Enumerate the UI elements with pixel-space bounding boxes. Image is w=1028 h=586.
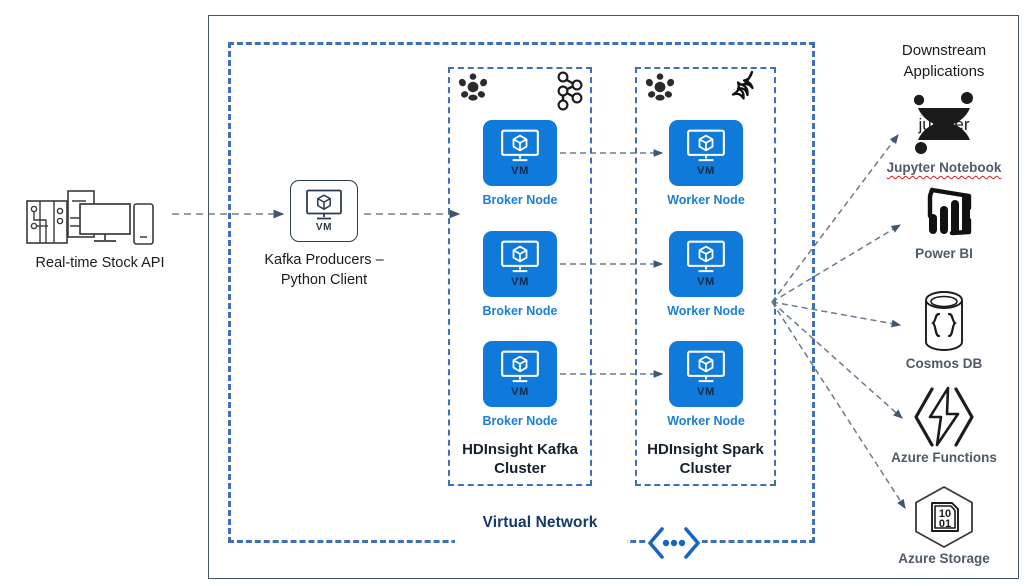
downstream-label-azure-functions: Azure Functions bbox=[891, 450, 997, 465]
downstream-label-jupyter: Jupyter Notebook bbox=[886, 160, 1002, 175]
source-label: Real-time Stock API bbox=[35, 255, 165, 271]
hdinsight-spark-cluster-box bbox=[635, 67, 776, 486]
vm-monitor-icon bbox=[501, 240, 539, 273]
downstream-item-azure-functions[interactable]: Azure Functions bbox=[866, 386, 1022, 465]
kafka-producer-label: Kafka Producers – Python Client bbox=[244, 250, 404, 290]
svg-text:10: 10 bbox=[939, 508, 951, 520]
broker-node-label-2: Broker Node bbox=[482, 304, 558, 318]
worker-node-tile-3[interactable]: VM bbox=[669, 341, 743, 407]
vm-monitor-icon bbox=[687, 350, 725, 383]
jupyter-logo-wrap: jupyter bbox=[866, 88, 1022, 158]
worker-node-tile-1[interactable]: VM bbox=[669, 120, 743, 186]
downstream-label-power-bi: Power BI bbox=[915, 246, 973, 261]
downstream-title-line1: Downstream bbox=[901, 42, 987, 59]
downstream-item-azure-storage[interactable]: 10 01 Azure Storage bbox=[866, 485, 1022, 566]
downstream-item-power-bi[interactable]: Power BI bbox=[866, 186, 1022, 261]
downstream-label-cosmos-db: Cosmos DB bbox=[905, 356, 983, 371]
kafka-logo-icon bbox=[557, 71, 583, 111]
devices-icon bbox=[26, 190, 154, 245]
kafka-producer-label-line1: Kafka Producers – bbox=[264, 252, 384, 268]
spark-cluster-title: HDInsight Spark Cluster bbox=[635, 440, 776, 478]
vm-tile-text: VM bbox=[511, 165, 529, 177]
architecture-outer-boundary bbox=[208, 15, 1019, 579]
broker-node-label-3: Broker Node bbox=[482, 414, 558, 428]
azure-functions-logo-wrap bbox=[866, 386, 1022, 448]
worker-node-label-2: Worker Node bbox=[667, 304, 745, 318]
vm-monitor-icon bbox=[687, 240, 725, 273]
vm-tile-text: VM bbox=[697, 165, 715, 177]
downstream-applications-title: Downstream Applications bbox=[866, 40, 1022, 82]
worker-node-label-1: Worker Node bbox=[667, 193, 745, 207]
vm-monitor-icon bbox=[501, 350, 539, 383]
downstream-item-cosmos-db[interactable]: Cosmos DB bbox=[866, 288, 1022, 371]
broker-node-tile-1[interactable]: VM bbox=[483, 120, 557, 186]
power-bi-logo-wrap bbox=[866, 186, 1022, 244]
downstream-title-line2: Applications bbox=[903, 63, 985, 80]
vm-monitor-icon bbox=[306, 189, 342, 220]
cosmos-db-logo-wrap bbox=[866, 288, 1022, 354]
kafka-producer-vm-tile[interactable]: VM bbox=[290, 180, 358, 242]
azure-functions-icon bbox=[914, 386, 974, 447]
broker-node-label-1: Broker Node bbox=[482, 193, 558, 207]
downstream-item-jupyter[interactable]: jupyter Jupyter Notebook bbox=[866, 88, 1022, 175]
virtual-network-label: Virtual Network bbox=[482, 514, 598, 531]
kafka-cluster-title-line1: HDInsight Kafka bbox=[462, 441, 578, 458]
broker-node-tile-3[interactable]: VM bbox=[483, 341, 557, 407]
svg-text:01: 01 bbox=[939, 518, 951, 530]
spark-cluster-title-line1: HDInsight Spark bbox=[647, 441, 764, 458]
svg-text:jupyter: jupyter bbox=[917, 115, 969, 134]
vm-tile-text: VM bbox=[697, 386, 715, 398]
downstream-label-azure-storage: Azure Storage bbox=[898, 551, 990, 566]
vm-tile-text: VM bbox=[511, 276, 529, 288]
kafka-producer-label-line2: Python Client bbox=[280, 272, 368, 288]
kafka-cluster-title-line2: Cluster bbox=[494, 460, 546, 477]
spark-cluster-title-line2: Cluster bbox=[679, 460, 732, 477]
hdinsight-cluster-icon bbox=[458, 73, 488, 101]
vm-tile-text: VM bbox=[697, 276, 715, 288]
broker-node-tile-2[interactable]: VM bbox=[483, 231, 557, 297]
azure-storage-logo-wrap: 10 01 bbox=[866, 485, 1022, 549]
vm-tile-text: VM bbox=[511, 386, 529, 398]
virtual-network-icon bbox=[648, 527, 700, 559]
jupyter-logo-icon: jupyter bbox=[913, 92, 973, 154]
hdinsight-kafka-cluster-box bbox=[448, 67, 592, 486]
vm-monitor-icon bbox=[687, 129, 725, 162]
azure-storage-icon: 10 01 bbox=[915, 486, 973, 548]
vm-tile-text: VM bbox=[315, 222, 333, 233]
worker-node-tile-2[interactable]: VM bbox=[669, 231, 743, 297]
kafka-cluster-title: HDInsight Kafka Cluster bbox=[448, 440, 592, 478]
hdinsight-cluster-icon bbox=[645, 73, 675, 101]
power-bi-icon bbox=[927, 187, 972, 236]
spark-logo-icon bbox=[731, 70, 754, 100]
cosmos-db-icon bbox=[925, 291, 963, 351]
vnet-label-mask bbox=[455, 537, 627, 547]
vm-monitor-icon bbox=[501, 129, 539, 162]
worker-node-label-3: Worker Node bbox=[667, 414, 745, 428]
